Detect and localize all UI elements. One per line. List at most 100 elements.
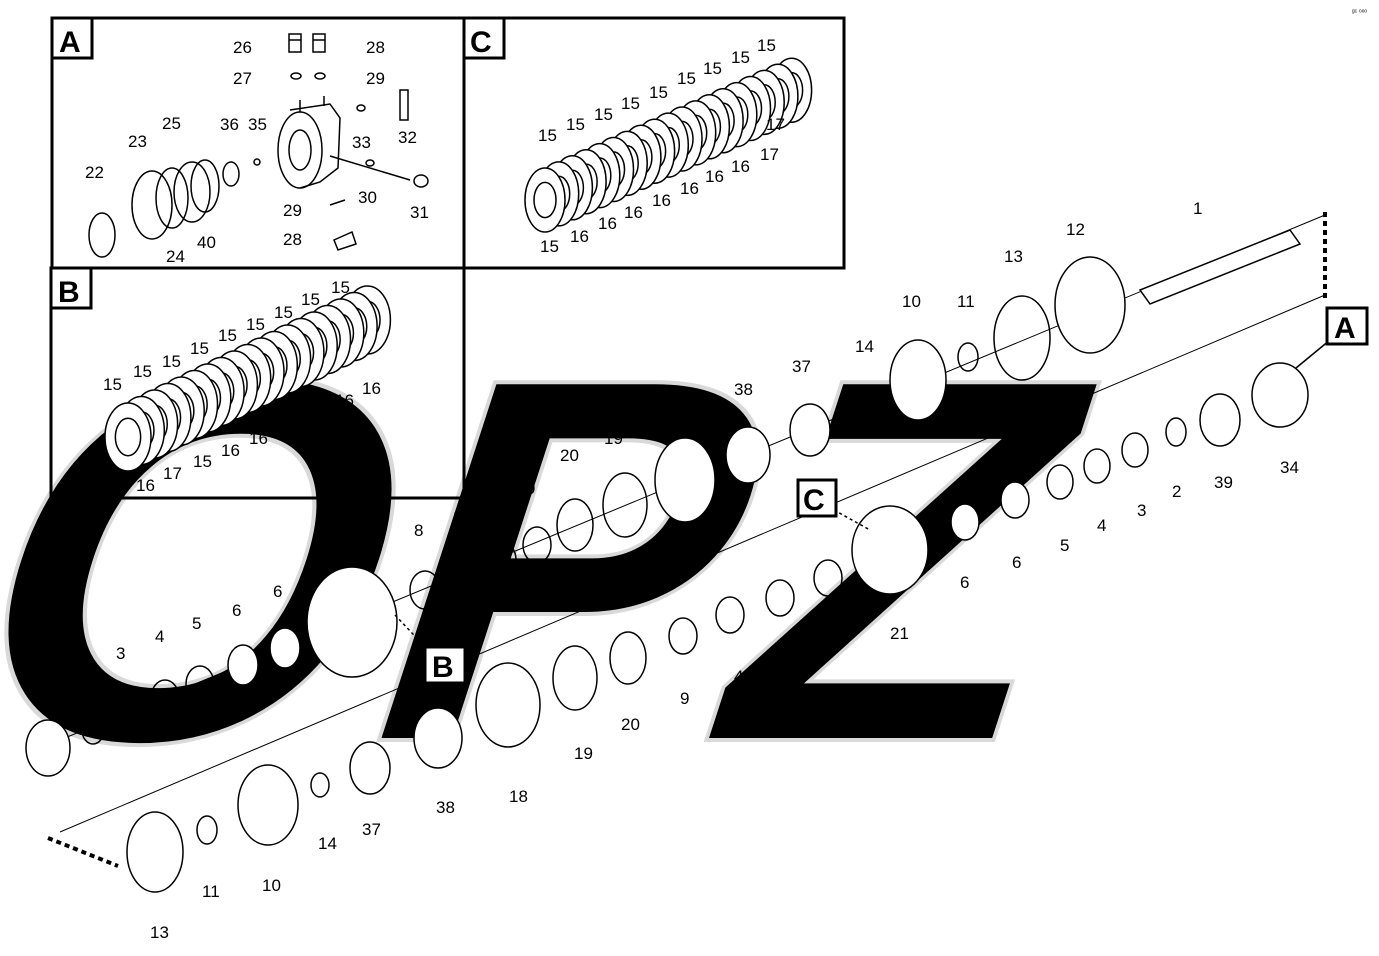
upper-row-labels: 1 12 13 10 11 14 37 38 18 19 20 9 4 5 8 … xyxy=(37,199,1202,690)
ring-20b xyxy=(609,631,647,685)
label: 1 xyxy=(1193,199,1202,218)
label: 17 xyxy=(766,115,785,134)
clutch-disc xyxy=(104,402,152,472)
callout-c: C xyxy=(796,478,871,531)
label: 5 xyxy=(1060,536,1069,555)
upper-axis-parts xyxy=(25,229,1302,777)
drum-21 xyxy=(851,505,929,595)
label: 6 xyxy=(1012,553,1021,572)
spring-37b xyxy=(349,741,391,795)
label: 17 xyxy=(163,464,182,483)
label: 6 xyxy=(232,601,241,620)
label: 16 xyxy=(680,179,699,198)
label: 9 xyxy=(526,479,535,498)
ring-14b xyxy=(310,772,330,798)
label: 17 xyxy=(760,145,779,164)
label: 14 xyxy=(318,834,337,853)
callout-c-letter: C xyxy=(803,484,825,517)
label: 31 xyxy=(410,203,429,222)
corner-mark: ᵍᶜ ᵒᵒᵒ xyxy=(1352,9,1367,16)
washer-4c xyxy=(1083,448,1111,484)
ring-9 xyxy=(522,526,552,564)
label: 16 xyxy=(136,476,155,495)
bearing-10 xyxy=(889,339,947,421)
label: 12 xyxy=(1066,220,1085,239)
fitting-26-28 xyxy=(288,33,326,80)
inset-a: A xyxy=(50,16,466,270)
label: 28 xyxy=(366,38,385,57)
label: 13 xyxy=(150,923,169,942)
middle-row-labels: 34 39 2 3 4 5 6 6 21 8 5 4 9 20 19 18 38… xyxy=(150,458,1299,942)
drum-12 xyxy=(1054,256,1126,354)
label: 15 xyxy=(540,237,559,256)
inset-b-letter: B xyxy=(58,276,80,309)
washer-4 xyxy=(487,541,517,579)
label: 4 xyxy=(734,667,743,686)
label: 14 xyxy=(855,337,874,356)
label: 28 xyxy=(283,230,302,249)
label: 16 xyxy=(598,214,617,233)
inset-c: C 15 15 15 15 15 15 15 15 15 15 16 16 16… xyxy=(462,16,846,270)
washer-5c xyxy=(1046,464,1074,500)
label: 25 xyxy=(162,114,181,133)
spring-37 xyxy=(789,403,831,457)
label: 20 xyxy=(621,715,640,734)
sleeve-6b xyxy=(227,644,259,686)
washer-3 xyxy=(112,696,142,734)
label: 6 xyxy=(960,573,969,592)
label: 15 xyxy=(162,352,181,371)
label: 11 xyxy=(202,882,220,901)
label: 15 xyxy=(594,105,613,124)
label: 40 xyxy=(197,233,216,252)
label: 23 xyxy=(128,132,147,151)
label: 4 xyxy=(155,627,164,646)
label: 4 xyxy=(1097,516,1106,535)
label: 16 xyxy=(570,227,589,246)
washer-8 xyxy=(409,570,441,610)
label: 5 xyxy=(453,509,462,528)
label: 36 xyxy=(220,115,239,134)
label: 18 xyxy=(509,787,528,806)
washer-8b xyxy=(813,559,843,597)
clutch-discs-b xyxy=(104,285,392,472)
washer-5b xyxy=(185,665,215,703)
clutch-disc xyxy=(524,167,566,233)
ring-19 xyxy=(602,472,648,538)
label: 26 xyxy=(233,38,252,57)
label: 15 xyxy=(331,278,350,297)
bushing-38 xyxy=(725,426,771,484)
label: 39 xyxy=(1214,473,1233,492)
disc-18b xyxy=(475,662,541,748)
label: 39 xyxy=(37,671,56,690)
ring-11 xyxy=(957,342,979,372)
label: 18 xyxy=(657,393,676,412)
ring-11b xyxy=(196,815,218,845)
shaft-1 xyxy=(1138,229,1302,305)
bearing-39 xyxy=(25,719,71,777)
label: 38 xyxy=(734,380,753,399)
label: 15 xyxy=(274,303,293,322)
label: 30 xyxy=(358,188,377,207)
label: 15 xyxy=(621,94,640,113)
washer-5 xyxy=(450,556,480,594)
bearing-10b xyxy=(237,764,299,846)
disc-18 xyxy=(654,437,716,523)
label: 2 xyxy=(1172,482,1181,501)
label: 16 xyxy=(624,203,643,222)
label: 22 xyxy=(85,163,104,182)
label: 3 xyxy=(1137,501,1146,520)
label: 35 xyxy=(248,115,267,134)
label: 16 xyxy=(362,379,381,398)
sleeve-6c xyxy=(1000,481,1030,519)
callout-a-letter: A xyxy=(1334,312,1356,345)
label: 24 xyxy=(166,247,185,266)
label: 15 xyxy=(703,59,722,78)
label: 10 xyxy=(902,292,921,311)
ring-19b xyxy=(552,645,598,711)
inset-a-letter: A xyxy=(59,26,81,59)
screws-30-31-32-33 xyxy=(329,89,429,251)
ring-20 xyxy=(556,498,594,552)
clutch-disc-bore xyxy=(533,181,557,219)
